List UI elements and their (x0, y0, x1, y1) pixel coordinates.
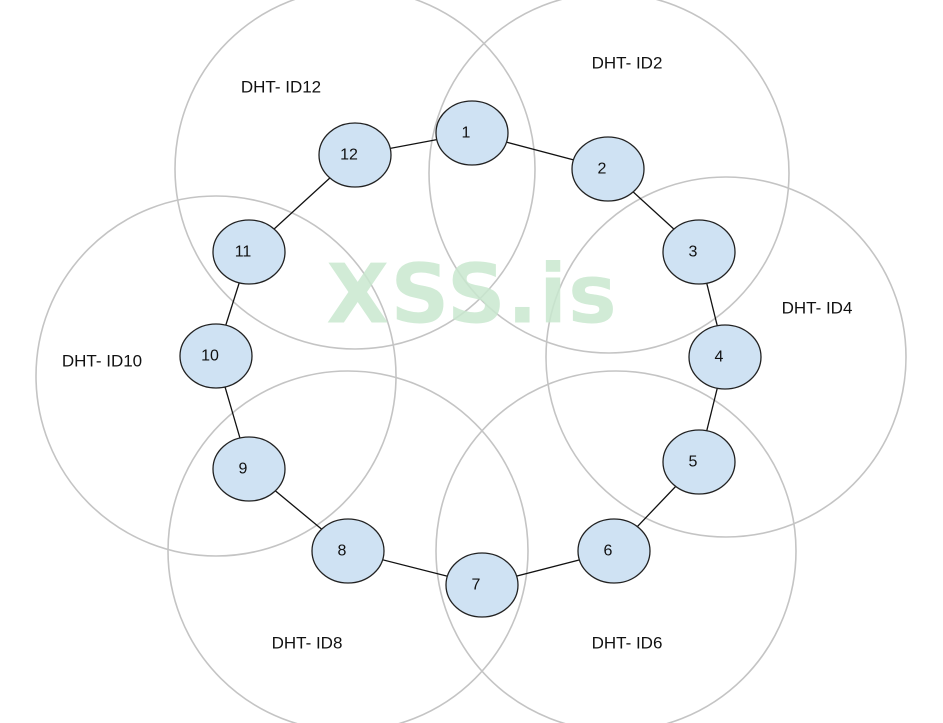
ring-node-6: 6 (577, 518, 651, 584)
ring-node-shape-2 (571, 136, 645, 202)
zone-label-dht-id6: DHT- ID6 (592, 634, 663, 653)
watermark-text: XSS.is (326, 248, 618, 343)
ring-node-label-9: 9 (239, 461, 248, 478)
ring-node-label-10: 10 (201, 348, 219, 365)
ring-node-label-11: 11 (235, 244, 252, 261)
zone-circle-dht-id8 (167, 370, 529, 723)
ring-node-shape-5 (662, 429, 736, 495)
ring-node-shape-6 (577, 518, 651, 584)
ring-node-shape-8 (311, 518, 385, 584)
ring-node-shape-9 (212, 436, 286, 502)
ring-node-5: 5 (662, 429, 736, 495)
ring-node-label-4: 4 (715, 349, 724, 366)
zone-circle-dht-id10 (35, 195, 397, 557)
ring-node-4: 4 (688, 324, 762, 390)
zone-circle-dht-id4 (545, 176, 907, 538)
zones-layer (35, 0, 907, 723)
ring-node-12: 12 (318, 122, 392, 188)
ring-node-7: 7 (445, 552, 519, 618)
ring-node-11: 11 (212, 219, 286, 285)
zone-label-dht-id10: DHT- ID10 (62, 352, 142, 371)
ring-node-3: 3 (662, 219, 736, 285)
ring-node-2: 2 (571, 136, 645, 202)
zone-label-dht-id4: DHT- ID4 (782, 299, 853, 318)
zone-label-dht-id8: DHT- ID8 (272, 634, 343, 653)
ring-edges (215, 132, 726, 586)
zone-circle-dht-id6 (435, 370, 797, 723)
ring-node-8: 8 (311, 518, 385, 584)
ring-node-10: 10 (179, 323, 253, 389)
ring-node-label-2: 2 (598, 161, 607, 178)
ring-node-shape-3 (662, 219, 736, 285)
ring-node-shape-11 (212, 219, 286, 285)
ring-node-shape-12 (318, 122, 392, 188)
zone-circle-dht-id12 (174, 0, 536, 350)
ring-node-shape-10 (179, 323, 253, 389)
ring-node-label-3: 3 (689, 244, 698, 261)
ring-node-1: 1 (435, 100, 509, 166)
ring-node-label-12: 12 (340, 147, 358, 164)
zone-label-dht-id12: DHT- ID12 (241, 78, 321, 97)
zone-label-dht-id2: DHT- ID2 (592, 54, 663, 73)
ring-node-label-8: 8 (338, 543, 347, 560)
ring-node-shape-7 (445, 552, 519, 618)
ring-node-label-1: 1 (462, 125, 471, 142)
ring-node-shape-1 (435, 100, 509, 166)
zone-circle-dht-id2 (428, 0, 790, 354)
ring-node-label-5: 5 (689, 454, 698, 471)
ring-node-shape-4 (688, 324, 762, 390)
ring-node-9: 9 (212, 436, 286, 502)
ring-node-label-6: 6 (604, 543, 613, 560)
ring-node-label-7: 7 (472, 577, 481, 594)
